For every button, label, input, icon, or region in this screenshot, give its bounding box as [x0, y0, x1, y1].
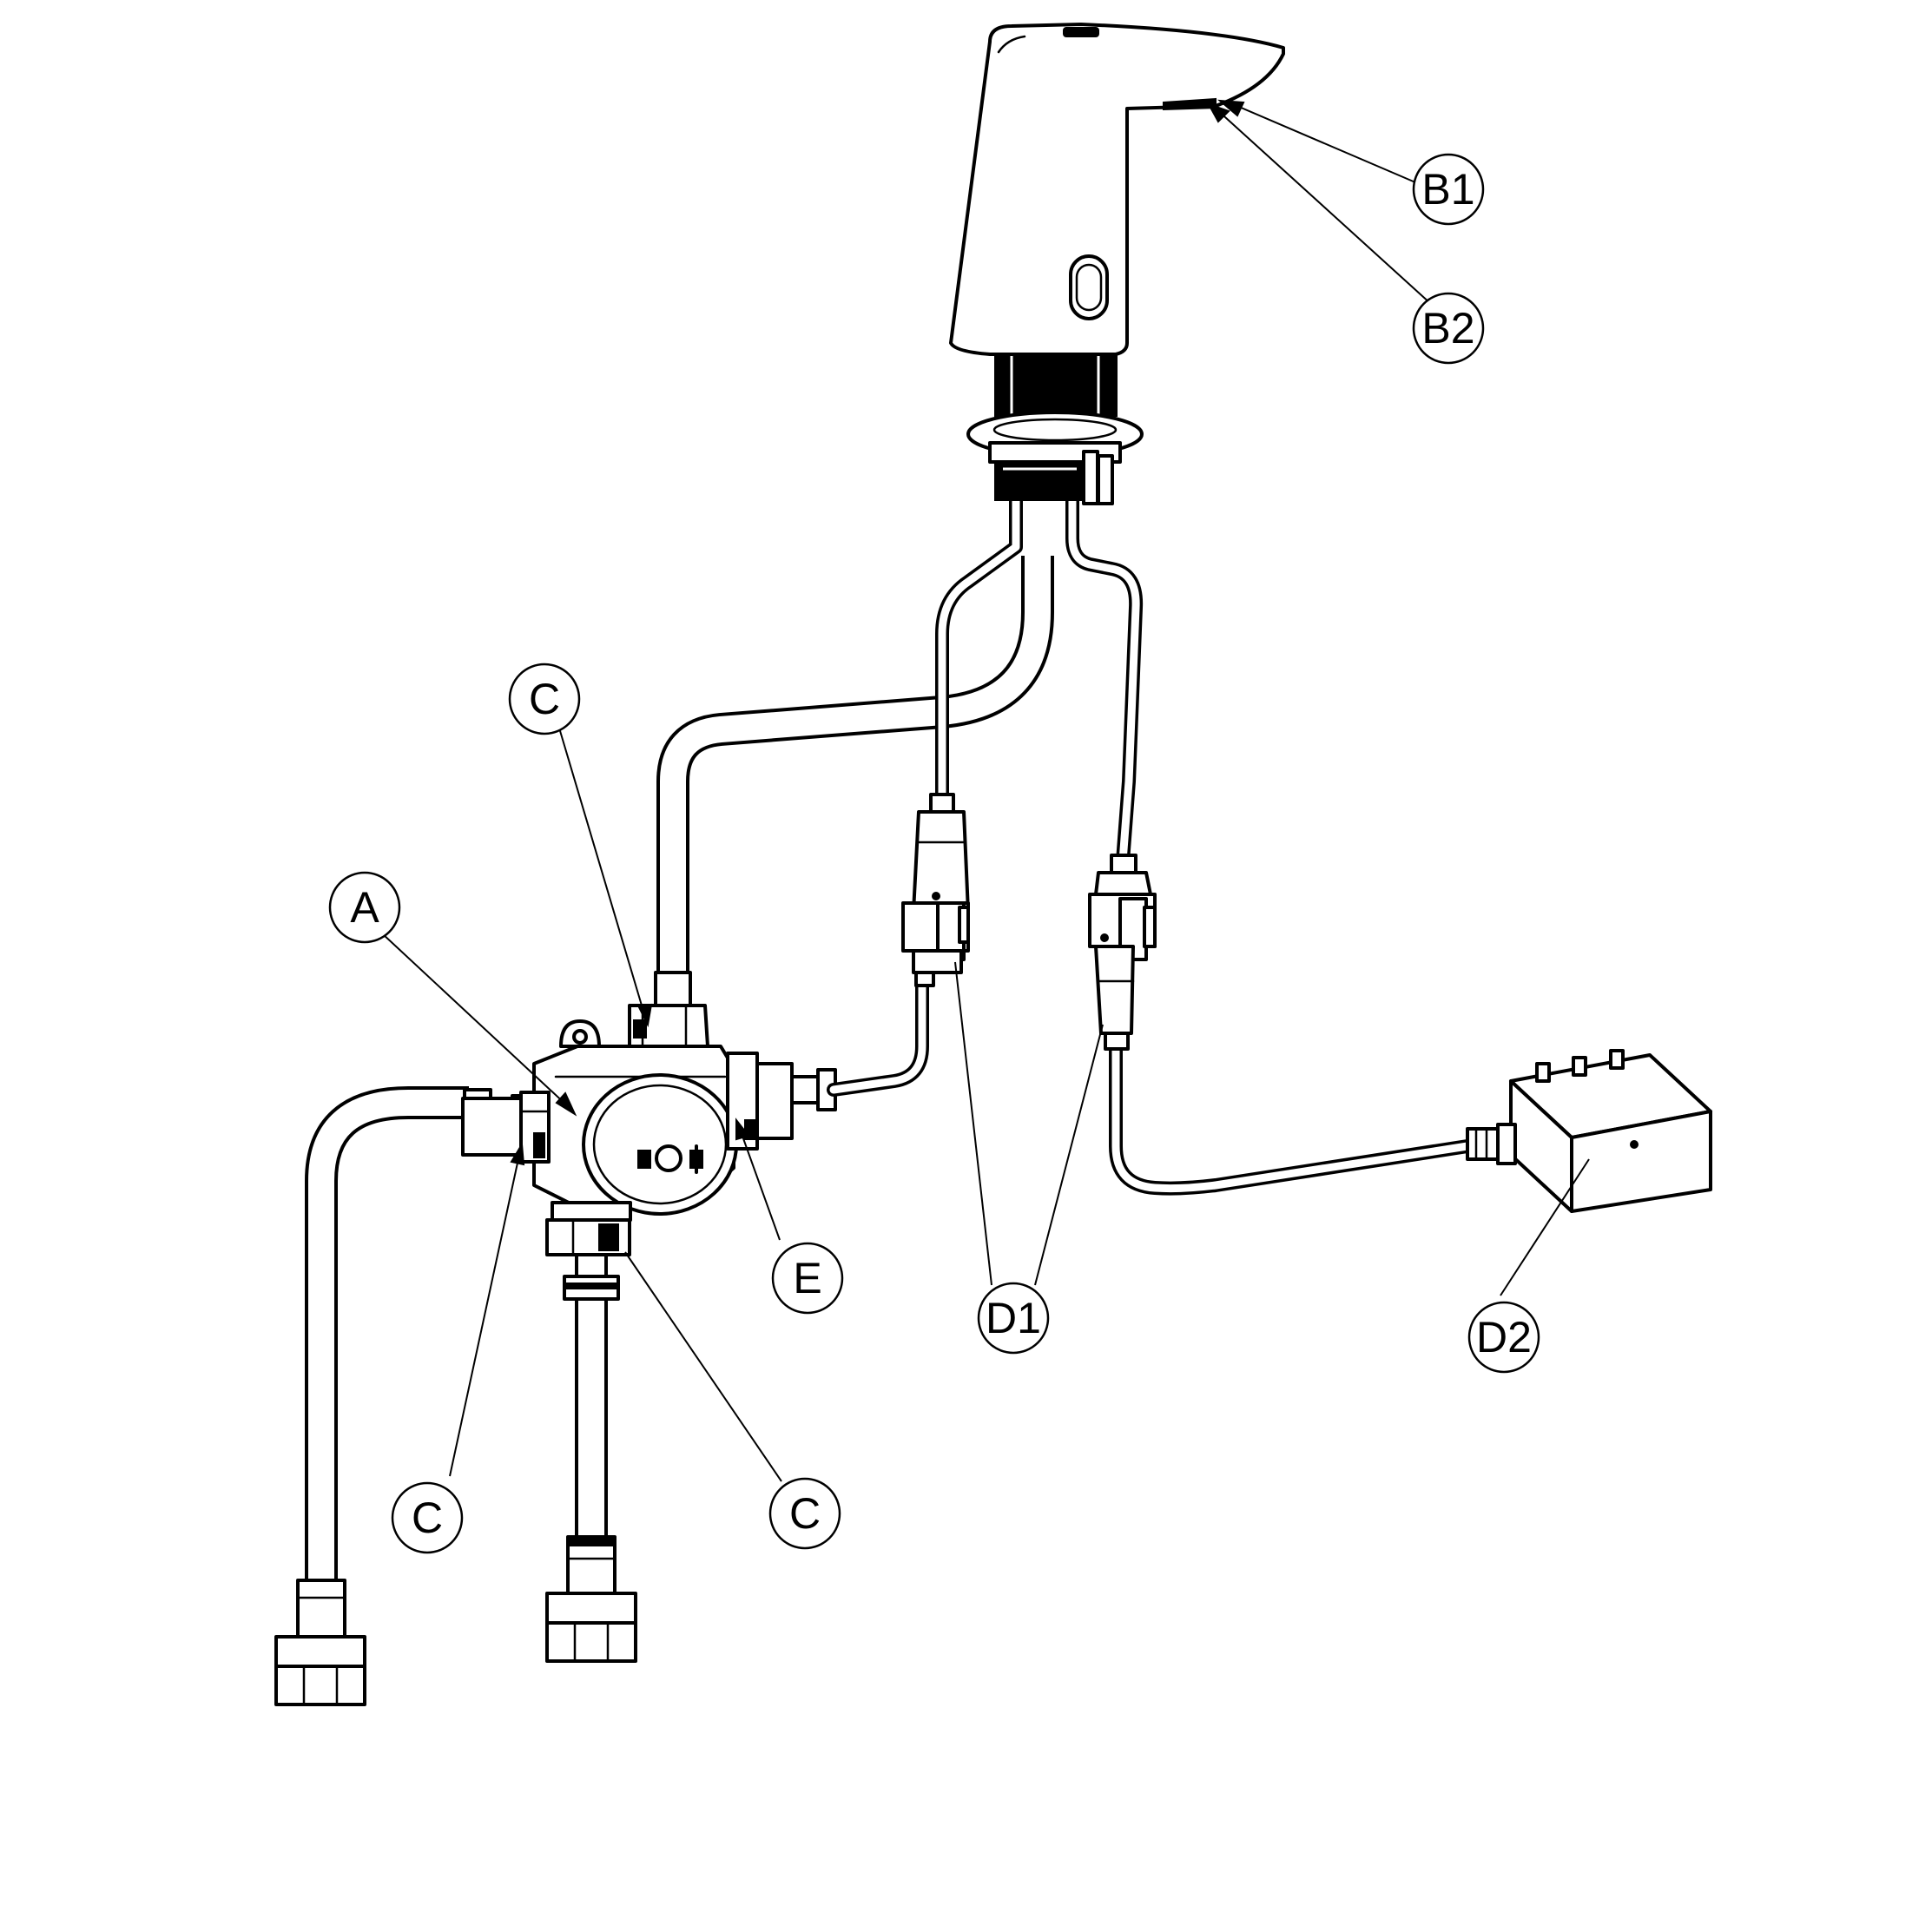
spout-body: [949, 23, 1285, 356]
callout-e: E: [771, 1242, 844, 1315]
spout-cable-left: [935, 488, 1023, 819]
valve-to-connector-cable: [827, 966, 929, 1097]
left-supply-hose: [305, 1086, 469, 1606]
battery-box: [1466, 1049, 1712, 1213]
spout-cable-right: [1065, 488, 1144, 880]
callout-b2: B2: [1412, 292, 1485, 365]
callout-a: A: [328, 871, 401, 944]
callout-c-left: C: [391, 1481, 464, 1554]
center-hose-collar: [563, 1275, 620, 1301]
left-inlet-fitting: [461, 1088, 551, 1164]
callout-c-left-label: C: [412, 1494, 443, 1542]
left-hose-crimp: [296, 1579, 346, 1639]
callout-b1-label: B1: [1421, 165, 1474, 214]
callout-e-label: E: [793, 1254, 821, 1302]
callout-b1: B1: [1412, 153, 1485, 226]
left-hose-nut: [274, 1635, 366, 1706]
callout-d2-label: D2: [1476, 1313, 1532, 1362]
callout-d1: D1: [977, 1282, 1050, 1355]
callout-a-label: A: [350, 883, 379, 932]
right-plug-connector: [1088, 854, 1157, 1051]
leader-lines: [381, 99, 1590, 1482]
center-hose-nut: [545, 1592, 637, 1663]
bottom-outlet-nut: [545, 1201, 632, 1256]
left-plug-connector: [901, 793, 970, 987]
center-hose-crimp: [566, 1535, 617, 1595]
connector-to-battery-cable: [1109, 1026, 1474, 1196]
callout-d1-label: D1: [986, 1294, 1041, 1342]
valve-dial: [582, 1073, 738, 1216]
callout-c-top: C: [508, 663, 581, 735]
spout-supply-hose: [656, 556, 1054, 981]
callout-c-bottom: C: [768, 1477, 841, 1550]
callout-d2: D2: [1467, 1301, 1540, 1374]
callout-c-top-label: C: [529, 675, 560, 723]
callout-c-bottom-label: C: [789, 1489, 821, 1538]
spout-mounting-shank: [966, 354, 1144, 505]
callout-b2-label: B2: [1421, 304, 1474, 353]
